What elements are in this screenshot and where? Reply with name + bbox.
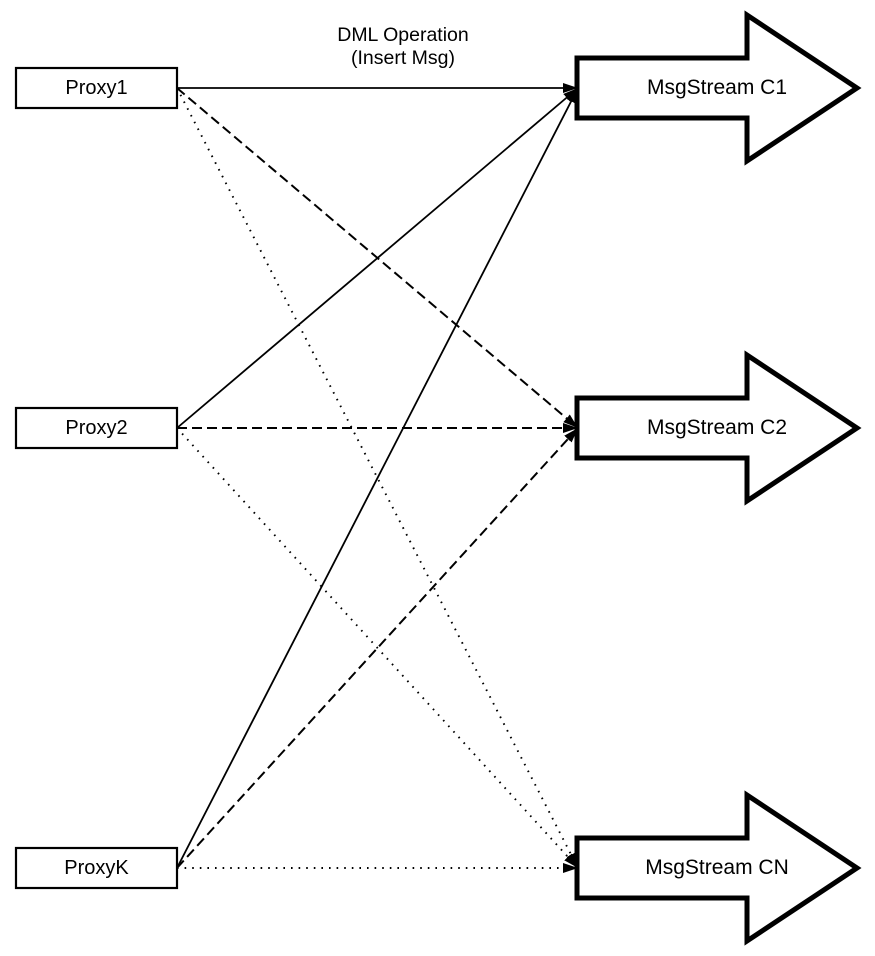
dml-operation-edge-label-line1: DML Operation <box>337 24 469 46</box>
edges-layer <box>176 83 579 873</box>
msgstream-c2-arrow-shape <box>574 350 862 506</box>
edge-proxy1-cn <box>176 87 579 869</box>
msgstream-cn-arrow-shape <box>574 790 862 946</box>
proxy2-label: Proxy2 <box>65 417 128 439</box>
msgstream-c1-label: MsgStream C1 <box>646 76 788 99</box>
proxyk-box <box>14 846 179 890</box>
msgstream-cn-label: MsgStream CN <box>645 856 789 879</box>
proxyk-label: ProxyK <box>64 857 129 879</box>
edge-proxy2-c1 <box>176 87 579 429</box>
edge-proxyk-c1 <box>176 87 579 869</box>
dml-operation-edge-label-line2: (Insert Msg) <box>350 47 455 69</box>
edge-proxy2-cn <box>176 427 579 869</box>
edge-proxyk-c2 <box>176 427 579 869</box>
proxy1-label: Proxy1 <box>65 77 128 99</box>
msgstream-c1-arrow-shape <box>574 10 862 166</box>
proxy2-box <box>14 406 179 450</box>
msgstream-c2-label: MsgStream C2 <box>646 416 788 439</box>
dml-operation-edge-label: DML Operation (Insert Msg) <box>283 24 523 70</box>
proxy1-box <box>14 66 179 110</box>
